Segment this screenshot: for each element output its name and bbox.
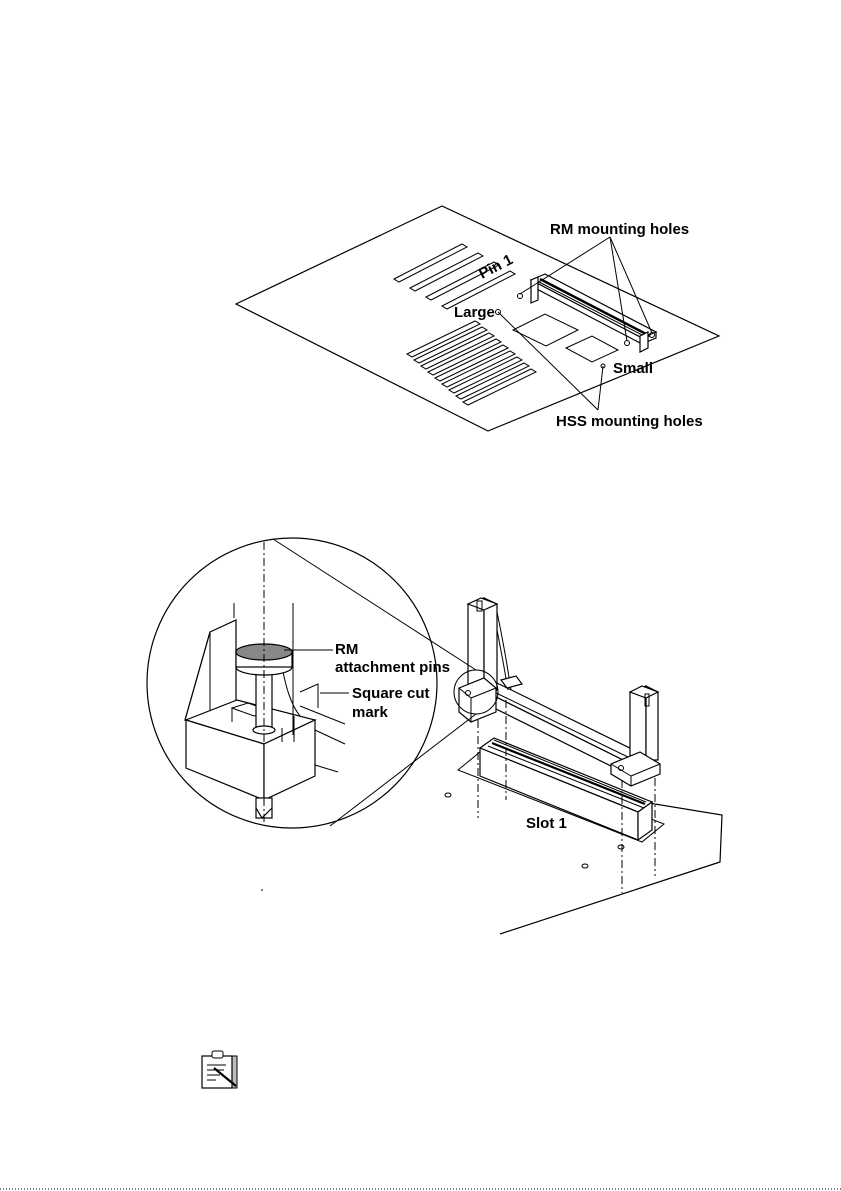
mark-label: mark bbox=[352, 704, 389, 721]
large-label: Large bbox=[454, 304, 495, 321]
rm-mounting-hole bbox=[625, 341, 630, 346]
rm-label: RM bbox=[335, 641, 358, 658]
rm-mounting-hole bbox=[518, 294, 523, 299]
expansion-slots-lower bbox=[407, 321, 536, 405]
board-hole bbox=[445, 793, 451, 797]
slot1-label: Slot 1 bbox=[526, 815, 567, 832]
small-label: Small bbox=[613, 360, 653, 377]
slot1-connector bbox=[531, 274, 656, 352]
chip-square-left bbox=[513, 314, 578, 346]
chip-square-right bbox=[566, 336, 618, 362]
magnified-rm-foot bbox=[185, 542, 345, 822]
rm-mounting-holes-label: RM mounting holes bbox=[550, 221, 689, 238]
retention-module-figure: RM attachment pins Square cut mark Slot … bbox=[147, 538, 722, 934]
board-hole bbox=[582, 864, 588, 868]
motherboard-mounting-figure: RM mounting holes Pin 1 Large Small HSS … bbox=[236, 206, 719, 431]
hss-mounting-holes-label: HSS mounting holes bbox=[556, 413, 703, 430]
attachment-pins-label: attachment pins bbox=[335, 659, 450, 676]
detail-magnifier bbox=[147, 538, 498, 828]
board-hole bbox=[618, 845, 624, 849]
expansion-slots-upper bbox=[394, 244, 515, 309]
clipboard-note-icon bbox=[202, 1051, 237, 1088]
square-cut-label: Square cut bbox=[352, 685, 430, 702]
